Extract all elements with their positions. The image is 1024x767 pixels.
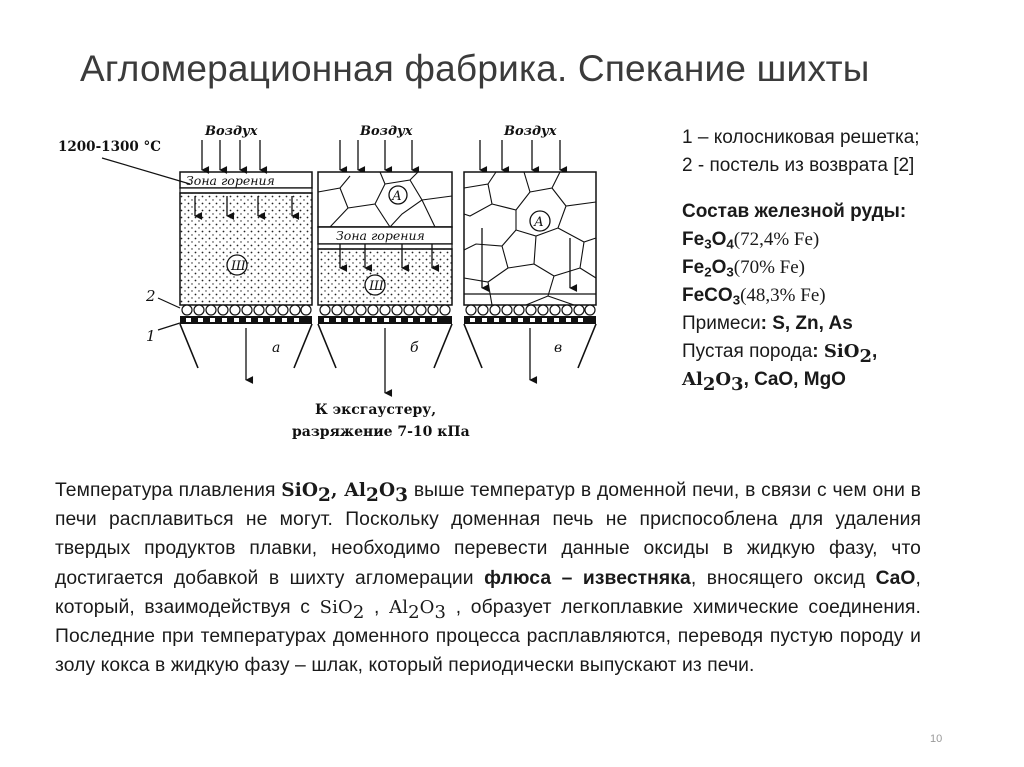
body-paragraph: Температура плавления SiO2, Al2O3 выше т… [55, 480, 921, 677]
label-2: 2 [145, 287, 156, 305]
chamber-v: Воздух А в [463, 124, 597, 384]
mineral-magnetite: Fe3O4(72,4% Fe) [682, 229, 820, 252]
page-number: 10 [930, 733, 943, 745]
mineral-hematite: Fe2O3(70% Fe) [682, 257, 806, 280]
combustion-zone-b: Зона горения [336, 228, 425, 243]
temperature-label: 1200-1300 °C [58, 139, 161, 155]
slide-title: Агломерационная фабрика. Спекание шихты [80, 48, 870, 89]
chamber-b: Воздух А Зона горения Ш б [317, 124, 453, 397]
exhauster-caption-line2: разряжение 7-10 кПа [292, 424, 470, 440]
chamber-a: Воздух Зона горения Ш а [179, 124, 313, 384]
charge-label-a: Ш [230, 259, 247, 274]
diagram-caption: 1 – колосниковая решетка; 2 - постель из… [682, 127, 920, 176]
temperature-pointer [101, 157, 191, 185]
label-1: 1 [146, 327, 156, 345]
agglomerate-label-v: А [533, 215, 544, 230]
sinter-diagram: 1200-1300 °C 2 1 Воздух Зона горения Ш а… [58, 124, 597, 440]
combustion-zone-a: Зона горения [186, 173, 275, 188]
label-1-pointer [157, 322, 181, 331]
air-label-a: Воздух [204, 124, 258, 139]
agglomerate-label-b: А [391, 189, 402, 204]
side-panel: 1 – колосниковая решетка; 2 - постель из… [682, 124, 932, 394]
mineral-siderite: FeCO3(48,3% Fe) [682, 285, 826, 308]
air-label-v: Воздух [503, 124, 557, 139]
gangue-line-2: Al2O3, CaO, MgO [682, 369, 846, 396]
gangue-line: Пустая порода: SiO2, [682, 341, 878, 368]
label-b: б [410, 340, 419, 356]
charge-label-b: Ш [368, 279, 385, 294]
air-label-b: Воздух [359, 124, 413, 139]
label-a: а [272, 340, 280, 356]
label-v: в [554, 340, 562, 356]
label-2-pointer [157, 297, 181, 309]
exhauster-caption-line1: К эксгаустеру, [315, 402, 436, 418]
ore-composition-heading: Состав железной руды: [682, 201, 907, 222]
impurities-line: Примеси: S, Zn, As [682, 313, 853, 334]
